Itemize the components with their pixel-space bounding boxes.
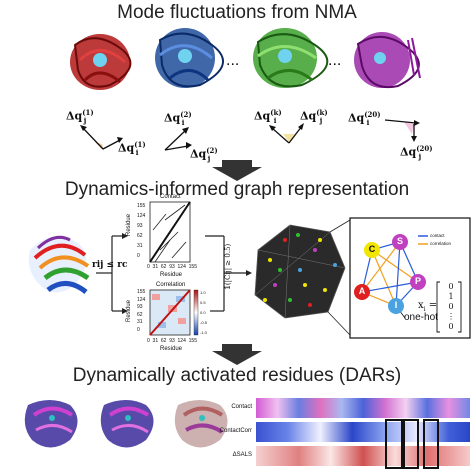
correlation-map-title: Correlation <box>156 282 185 288</box>
vector-label-2-bottom: Δq(2)j <box>190 146 210 163</box>
track-label-contactcorr: ContactCorr <box>200 428 252 434</box>
track-label-delta-sals: ΔSALS <box>200 452 252 458</box>
onehot-label: one-hot <box>404 312 438 323</box>
legend-contact-label: contact <box>430 233 445 238</box>
protein-structure-2 <box>155 28 223 88</box>
vector-label-3-top: Δq(k)i <box>254 108 276 125</box>
protein-ribbon-rainbow <box>29 236 88 292</box>
vector-label-4-bottom: Δq(20)j <box>400 144 421 161</box>
correlation-map-xlabel: Residue <box>160 346 182 352</box>
mode-vectors-4 <box>385 120 420 142</box>
correlation-map-ylabel: Residue <box>126 300 132 322</box>
contact-map-xlabel: Residue <box>160 272 182 278</box>
node-label-p: P <box>414 276 422 286</box>
ellipsis-label-1: ... <box>226 52 239 70</box>
node-label-i: I <box>392 300 400 310</box>
indicator-label: 𝟙(|Cij| ≥ 0.5) <box>224 244 232 290</box>
contact-map-title: Contact <box>160 194 181 200</box>
track-label-contact: Contact <box>200 404 252 410</box>
mode-vectors-2 <box>165 127 192 150</box>
dar-protein-2 <box>101 400 154 448</box>
mode-vectors-1 <box>80 125 123 151</box>
vector-label-3-bottom: Δq(k)j <box>300 108 322 125</box>
dar-protein-1 <box>25 400 78 448</box>
protein-structure-4 <box>354 32 420 88</box>
zoom-line-top <box>330 220 350 232</box>
node-label-c: C <box>368 244 376 254</box>
ellipsis-label-2: ... <box>328 52 341 70</box>
mode-vectors-3 <box>269 123 304 143</box>
node-label-s: S <box>396 236 404 246</box>
legend-correlation-label: correlation <box>430 241 451 246</box>
zoom-line-bottom <box>328 312 350 335</box>
node-label-a: A <box>358 286 366 296</box>
protein-structure-1 <box>70 34 130 90</box>
vector-label-4-top: Δq(20)i <box>348 110 369 127</box>
down-arrow-2 <box>212 344 262 365</box>
down-arrow-1 <box>212 160 262 181</box>
vector-label-2-top: Δq(2)i <box>164 110 184 127</box>
cutoff-label: rij ≤ rc <box>92 260 127 270</box>
contact-map-ylabel: Residue <box>126 214 132 236</box>
contact-map <box>150 202 190 262</box>
branch-connector-left <box>96 233 128 314</box>
correlation-map <box>150 290 198 335</box>
vector-label-1-top: Δq(1)j <box>66 108 86 125</box>
vector-label-1-bottom: Δq(1)i <box>118 140 138 157</box>
track-contact <box>256 398 470 418</box>
dense-residue-graph <box>255 225 345 318</box>
protein-structure-3 <box>253 28 327 88</box>
